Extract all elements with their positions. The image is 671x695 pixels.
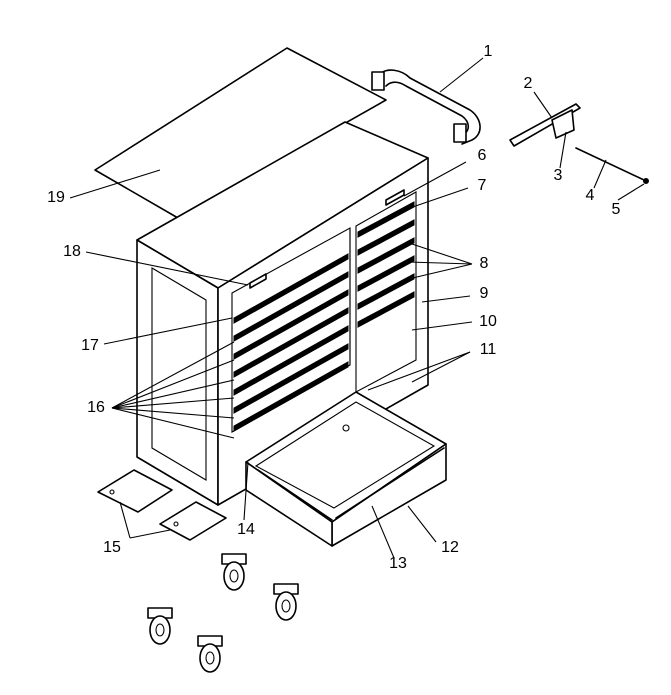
lock-rod <box>575 147 645 181</box>
label-plate-right <box>385 189 405 206</box>
top-mat <box>94 47 387 219</box>
callout-4: 4 <box>585 187 595 204</box>
callout-11: 11 <box>479 341 497 358</box>
side-handle-inner <box>385 81 470 135</box>
leg-brackets <box>97 469 227 541</box>
handle-mount-top <box>371 71 385 91</box>
side-handle <box>377 69 481 145</box>
right-drawer-column <box>355 191 417 393</box>
rod-end <box>643 178 649 184</box>
callout-2: 2 <box>523 75 533 92</box>
callout-7: 7 <box>477 177 487 194</box>
left-drawer-slides <box>233 253 349 432</box>
callout-12: 12 <box>441 539 459 556</box>
callout-9: 9 <box>479 285 489 302</box>
callout-13: 13 <box>389 555 407 572</box>
bottom-drawer <box>245 391 447 547</box>
callout-17: 17 <box>81 337 99 354</box>
callout-19: 19 <box>47 189 65 206</box>
callout-15: 15 <box>103 539 121 556</box>
callout-1: 1 <box>483 43 493 60</box>
leader-lines <box>69 57 645 559</box>
handle-mount-bottom <box>453 123 467 143</box>
callout-3: 3 <box>553 167 563 184</box>
label-plate-left <box>249 273 267 289</box>
casters <box>147 553 299 673</box>
callout-5: 5 <box>611 201 621 218</box>
callout-10: 10 <box>479 313 497 330</box>
callout-18: 18 <box>63 243 81 260</box>
callout-16: 16 <box>87 399 105 416</box>
callout-8: 8 <box>479 255 489 272</box>
callout-6: 6 <box>477 147 487 164</box>
slide-clip <box>551 109 575 139</box>
left-side-opening <box>151 267 207 481</box>
callout-14: 14 <box>237 521 255 538</box>
